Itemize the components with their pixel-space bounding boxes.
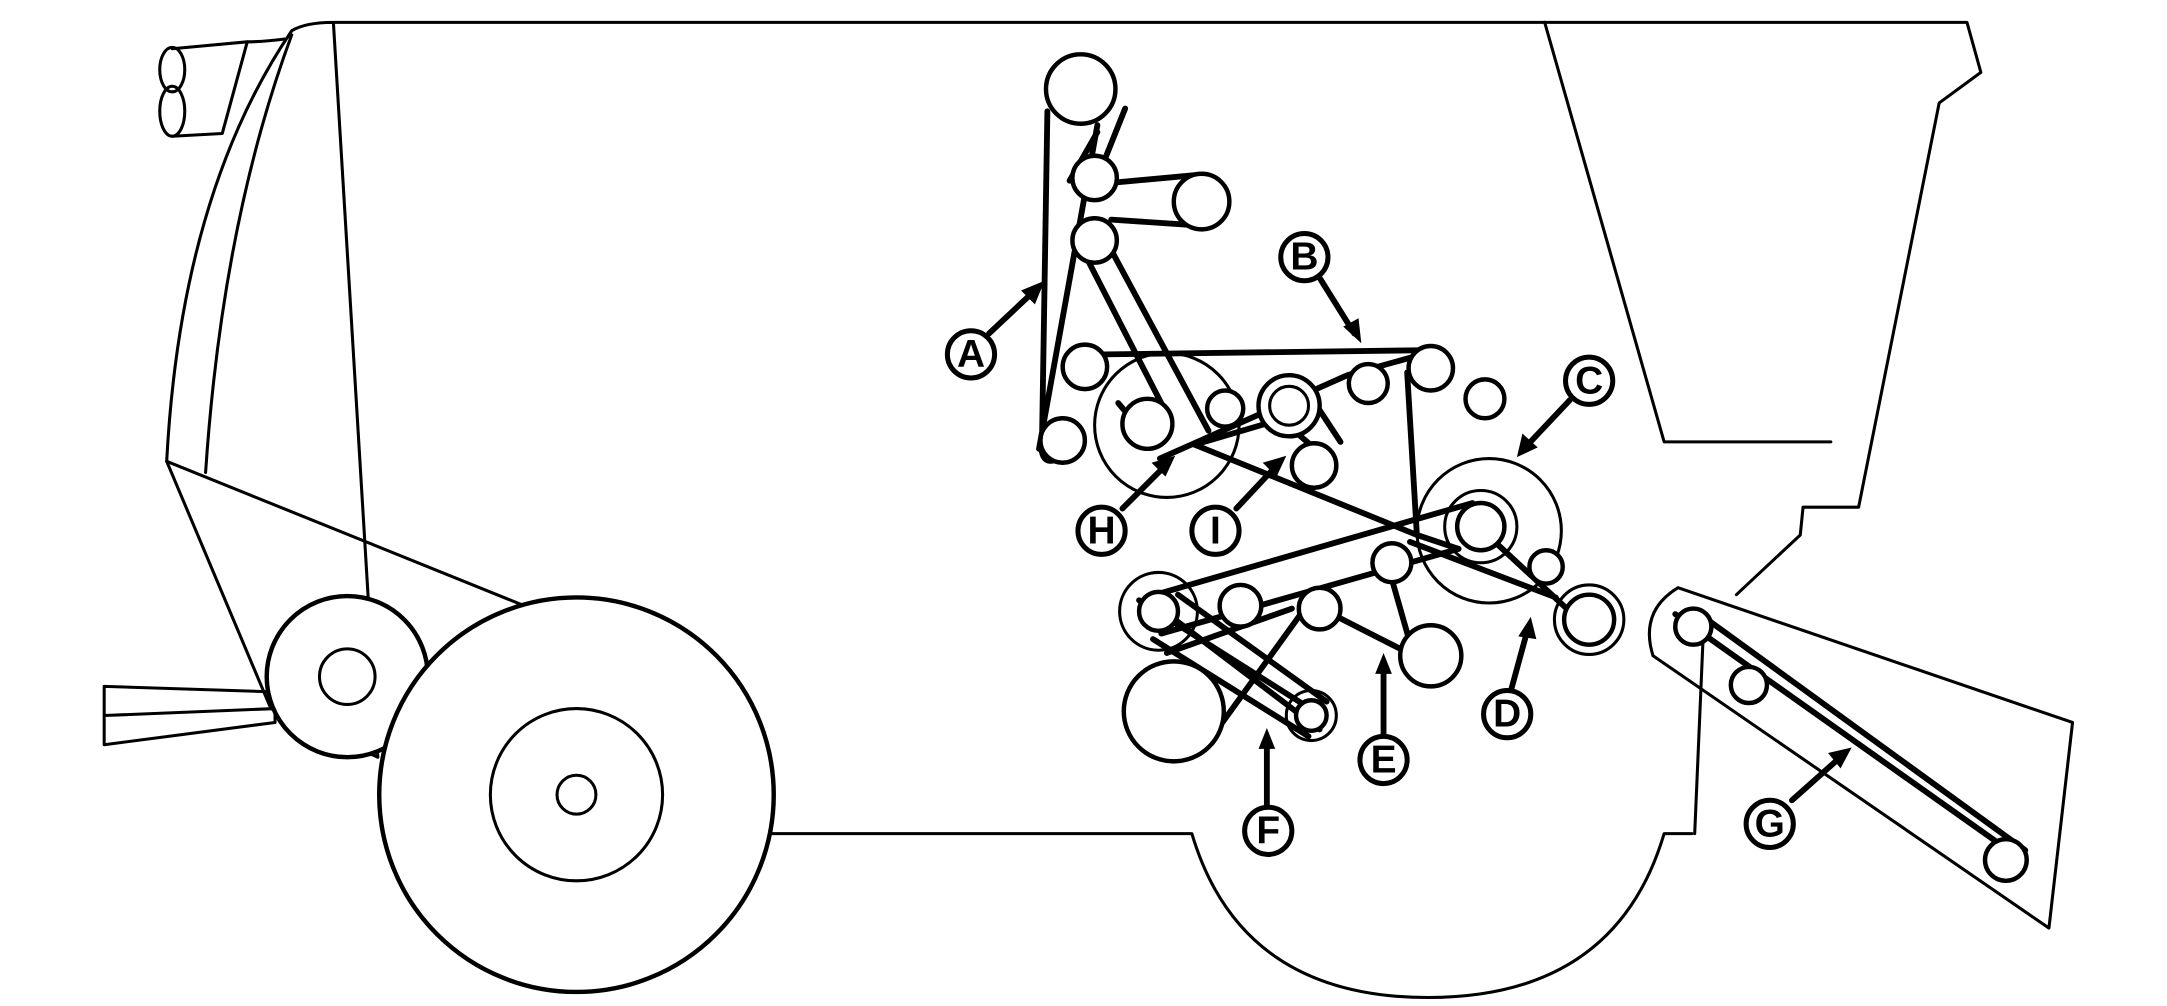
- callout-h-label: H: [1088, 509, 1116, 552]
- pulley: [1346, 361, 1390, 406]
- pulley-lower-left: [1118, 570, 1199, 652]
- callout-d: D: [1481, 688, 1534, 741]
- pulley: [1454, 500, 1507, 553]
- pulley: [1256, 372, 1322, 439]
- pulley: [1463, 377, 1507, 421]
- pulley: [1070, 216, 1120, 265]
- front-arc-inner: [204, 33, 294, 474]
- callout-e-label: E: [1371, 738, 1397, 781]
- body-outline: [165, 20, 1983, 1000]
- grain-tank-panel: [1543, 20, 1833, 444]
- callout-c: C: [1563, 354, 1616, 407]
- pulley-large: [1121, 659, 1227, 764]
- pulley: [1293, 698, 1329, 734]
- callout-i: I: [1189, 504, 1242, 557]
- pulley: [1289, 441, 1339, 490]
- callout-arrows: [986, 275, 1852, 809]
- callout-e: E: [1357, 733, 1410, 787]
- pulley: [1561, 592, 1617, 647]
- pulley: [1406, 343, 1456, 393]
- chopper-assembly: [1647, 586, 2075, 930]
- drum: [1093, 351, 1241, 499]
- feeder-header: [102, 684, 277, 747]
- callout-b-label: B: [1290, 236, 1318, 279]
- pulley: [1171, 171, 1232, 232]
- callout-f: F: [1242, 804, 1295, 857]
- callout-g-label: G: [1755, 802, 1785, 845]
- callout-h: H: [1075, 504, 1128, 557]
- callout-g: G: [1743, 797, 1796, 850]
- pulley: [1120, 396, 1175, 452]
- pulley: [1060, 342, 1110, 392]
- pulley: [1397, 623, 1464, 689]
- callout-a-label: A: [957, 333, 985, 376]
- rear-wheel: [264, 593, 431, 760]
- callout-c-label: C: [1575, 359, 1603, 402]
- combine-body: [102, 20, 1983, 1000]
- pulley: [1527, 548, 1565, 586]
- drum-main: [1415, 457, 1563, 605]
- callout-i-label: I: [1210, 509, 1221, 552]
- pulley: [1204, 388, 1246, 429]
- auger-tube: [158, 37, 287, 138]
- callout-a: A: [944, 328, 998, 381]
- pulleys: [1038, 52, 1626, 764]
- pulley: [1217, 582, 1264, 629]
- callout-b: B: [1278, 231, 1331, 284]
- pulley: [1370, 541, 1414, 585]
- front-wheel: [377, 595, 776, 995]
- pulley: [1296, 585, 1343, 632]
- pulley-top: [1043, 52, 1118, 126]
- callout-d-label: D: [1493, 693, 1521, 736]
- body-lower-right: [1693, 637, 1705, 836]
- pulley: [1070, 153, 1120, 203]
- callout-f-label: F: [1256, 809, 1280, 852]
- front-panel-line: [165, 459, 530, 609]
- pulley: [1038, 416, 1088, 465]
